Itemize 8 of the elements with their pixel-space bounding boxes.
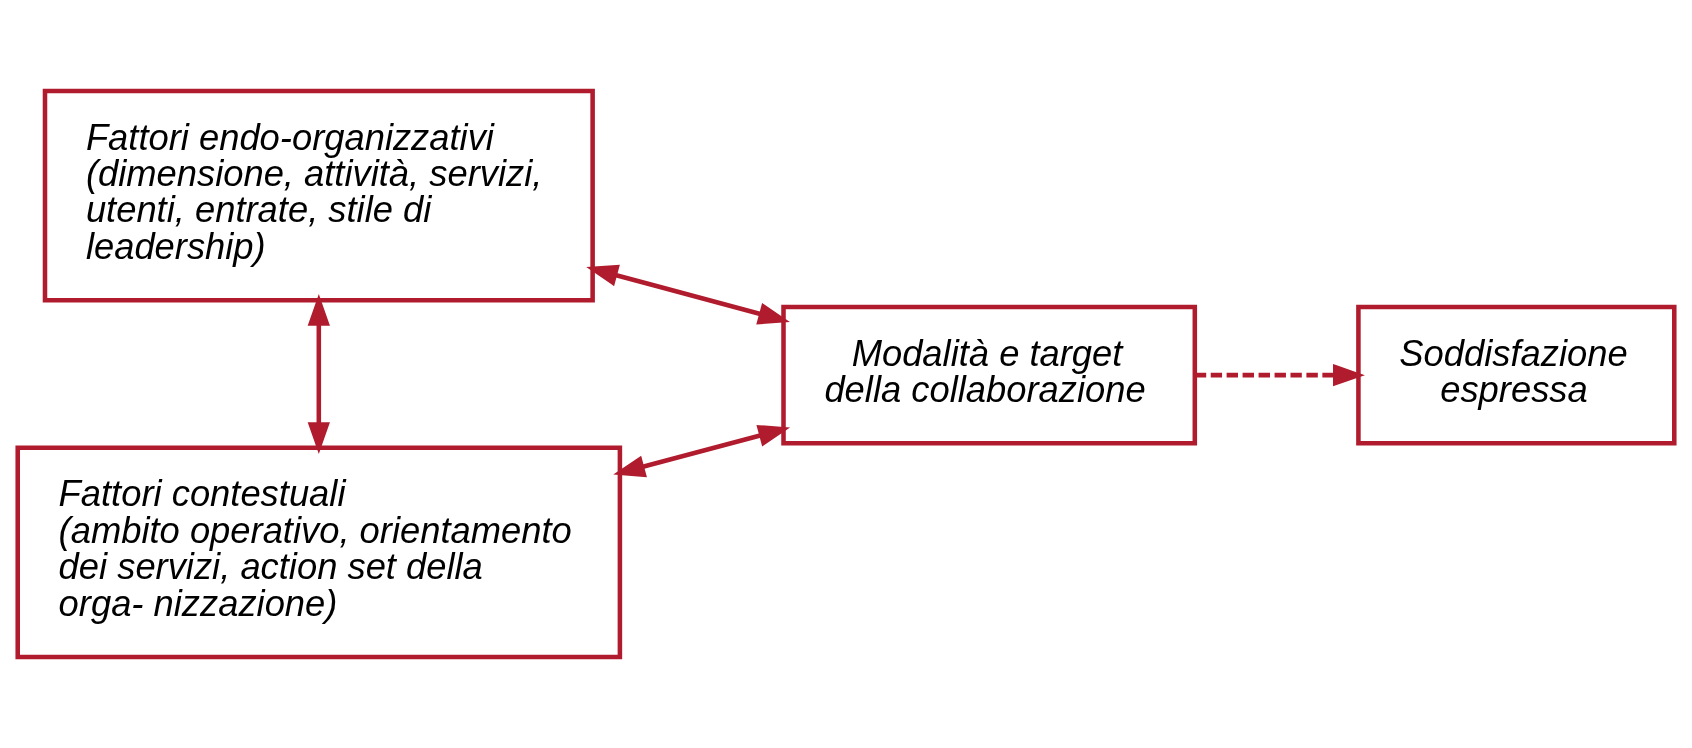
node-box: Fattori contestuali (ambito operativo, orientamento dei servizi, action set della orga- nizzazione) [15,445,623,660]
node-box: Modalità e target della collaborazione [781,304,1198,446]
node-box: Soddisfazione espressa [1356,304,1677,446]
arrow [613,424,791,478]
node-box: Fattori endo-organizzativi (dimensione, attività, servizi, utenti, entrate, stile di leadership) [42,88,595,303]
arrow [586,264,790,325]
arrow [1195,363,1365,387]
arrow [307,293,330,455]
